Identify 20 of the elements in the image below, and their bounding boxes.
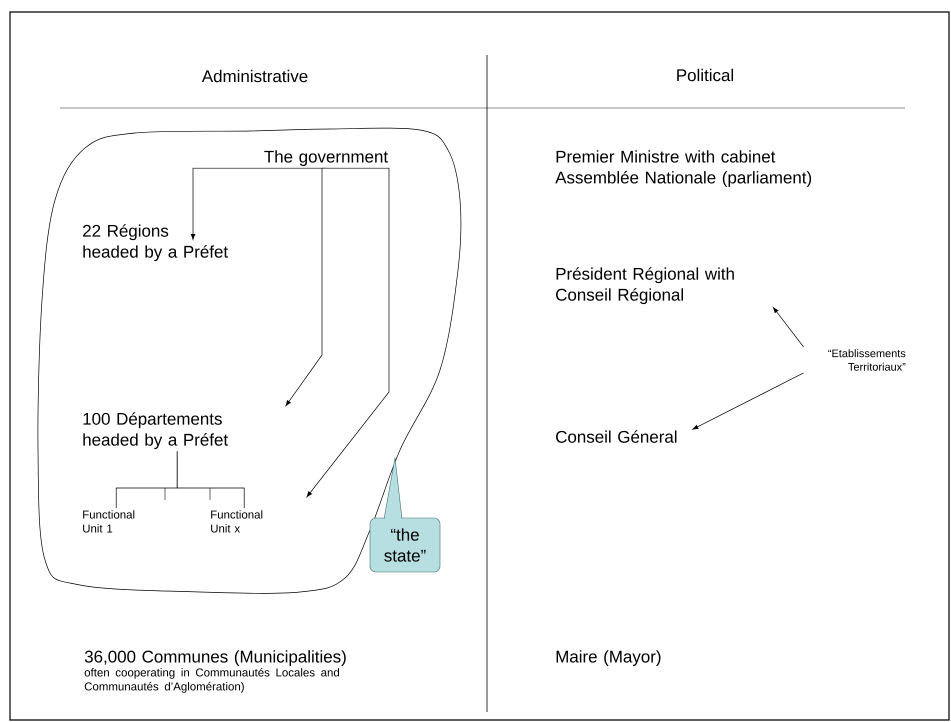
level-text: 22 Régions headed by a Préfet [83, 224, 228, 262]
column-header: Administrative [202, 70, 308, 82]
unit-text: Functional Unit x [211, 510, 262, 533]
callout-box: “the state” [370, 456, 440, 572]
level-text: 100 Départements headed by a Préfet [83, 412, 228, 450]
tree-line [176, 450, 245, 508]
unit-text: Functional Unit 1 [83, 510, 134, 533]
level-text: 36,000 Communes (Municipalities) often cooperating in Communautés Locales and Communautés d’Aglomération) [84, 650, 346, 693]
arrow [306, 168, 390, 498]
level-text: Conseil Géneral [556, 430, 676, 443]
level-text: Maire (Mayor) [556, 650, 660, 666]
arrow [692, 372, 804, 430]
level-text: Premier Ministre with cabinet Assemblée Nationale (parliament) [555, 150, 812, 187]
heading-text: The government [264, 150, 388, 166]
arrow [286, 168, 326, 406]
column-header: Political [677, 68, 734, 82]
boundary-outline [38, 128, 462, 594]
arrow [772, 307, 804, 348]
note-text: “Etablissements Territoriaux” [828, 349, 906, 371]
level-text: Président Régional with Conseil Régional [556, 267, 734, 304]
